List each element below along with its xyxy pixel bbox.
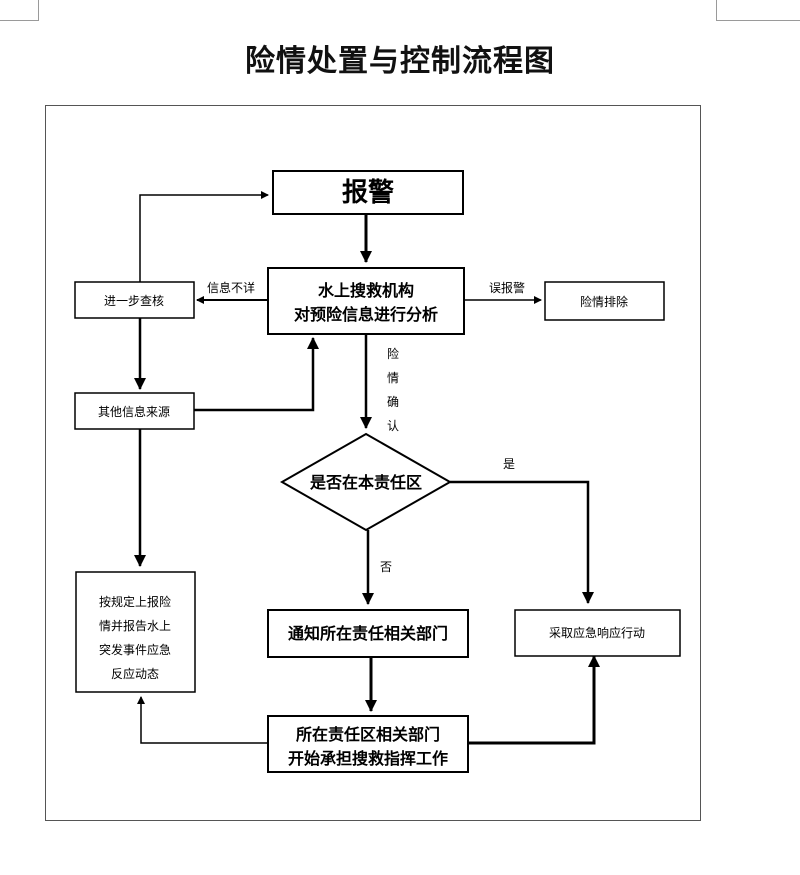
node-notify-dept: 通知所在责任相关部门 <box>267 609 469 658</box>
node-report-up-line2: 情并报告水上 <box>99 618 171 633</box>
node-rescue-agency: 水上搜救机构 对预险信息进行分析 <box>267 267 465 335</box>
node-dept-start-line2: 开始承担搜救指挥工作 <box>288 749 448 768</box>
node-report-up: 按规定上报险 情并报告水上 突发事件应急 反应动态 <box>75 571 196 693</box>
node-alarm: 报警 <box>272 170 464 215</box>
page-title: 险情处置与控制流程图 <box>245 44 555 79</box>
node-take-action-label: 采取应急响应行动 <box>549 625 645 640</box>
edge-dept-to-report <box>137 696 268 744</box>
edge-label-no: 否 <box>380 560 392 574</box>
edge-label-danger-confirmed-4: 认 <box>387 419 399 433</box>
edge-further-check-to-alarm <box>139 191 269 282</box>
node-rescue-agency-line1: 水上搜救机构 <box>318 281 414 300</box>
node-other-sources-label: 其他信息来源 <box>98 404 170 419</box>
edge-label-danger-confirmed-2: 情 <box>387 371 399 385</box>
edge-other-sources-to-agency <box>194 337 319 412</box>
edge-label-yes: 是 <box>503 457 515 471</box>
page-corner-mark-left <box>0 0 39 21</box>
edge-dept-to-action <box>468 655 600 745</box>
page-corner-mark-right <box>716 0 800 21</box>
node-decision-label: 是否在本责任区 <box>309 473 422 492</box>
node-take-action: 采取应急响应行动 <box>514 609 681 657</box>
edge-label-info-incomplete: 信息不详 <box>207 280 255 295</box>
node-alarm-label: 报警 <box>342 177 394 208</box>
node-dept-start: 所在责任区相关部门 开始承担搜救指挥工作 <box>267 715 469 773</box>
edge-decision-yes <box>450 480 594 604</box>
edge-label-danger-confirmed-3: 确 <box>387 395 399 409</box>
edge-label-false-alarm: 误报警 <box>489 280 525 295</box>
node-report-up-line1: 按规定上报险 <box>99 594 171 609</box>
node-danger-cleared: 险情排除 <box>544 281 665 321</box>
node-report-up-line3: 突发事件应急 <box>99 642 171 657</box>
node-notify-dept-label: 通知所在责任相关部门 <box>288 624 448 643</box>
node-other-sources: 其他信息来源 <box>74 392 195 430</box>
diagram-frame <box>45 105 701 821</box>
node-report-up-line4: 反应动态 <box>111 666 159 681</box>
node-rescue-agency-line2: 对预险信息进行分析 <box>294 305 438 324</box>
node-decision: 是否在本责任区 <box>279 432 453 532</box>
node-further-check: 进一步查核 <box>74 281 195 319</box>
node-dept-start-line1: 所在责任区相关部门 <box>296 725 440 744</box>
node-further-check-label: 进一步查核 <box>104 294 164 308</box>
edge-label-danger-confirmed-1: 险 <box>387 346 399 361</box>
node-danger-cleared-label: 险情排除 <box>580 294 628 309</box>
